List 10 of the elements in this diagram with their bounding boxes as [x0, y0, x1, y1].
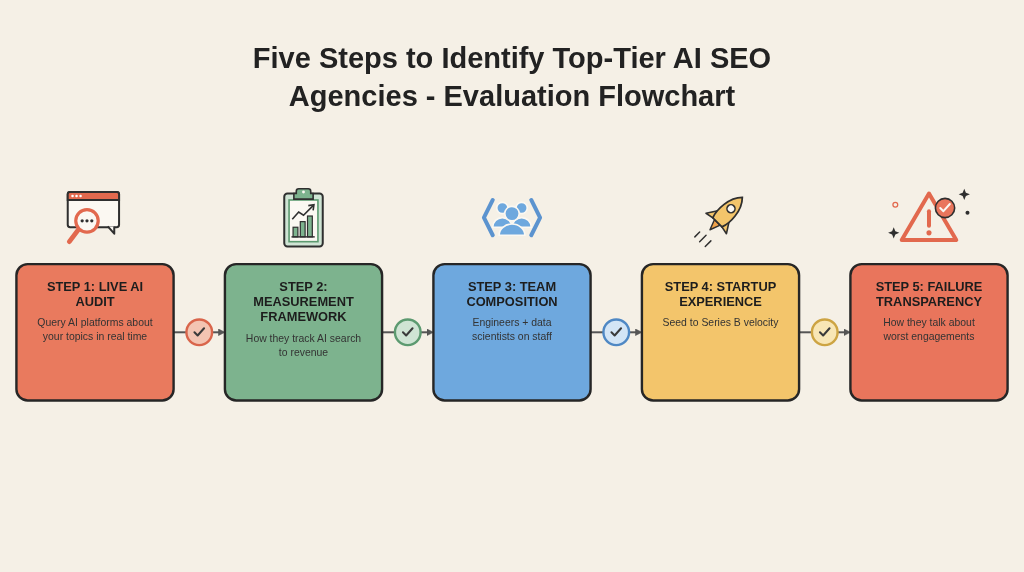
node-box: STEP 2: MEASUREMENT FRAMEWORK How they track AI search to revenue	[223, 262, 384, 402]
node-box: STEP 4: STARTUP EXPERIENCE Seed to Series B velocity	[640, 262, 801, 402]
node-box: STEP 3: TEAM COMPOSITION Engineers + data scientists on staff	[432, 262, 592, 402]
node-circle	[393, 318, 422, 347]
title: Five Steps to Identify Top-Tier AI SEO Agencies - Evaluation Flowchart	[251, 41, 773, 114]
node-circle	[185, 318, 214, 347]
node-circle	[602, 318, 631, 347]
node-box: STEP 1: LIVE AI AUDIT Query AI platforms about your topics in real time	[15, 262, 175, 402]
node-box: STEP 5: FAILURE TRANSPARENCY How they talk about worst engagements	[849, 262, 1009, 402]
node-circle	[810, 318, 839, 347]
